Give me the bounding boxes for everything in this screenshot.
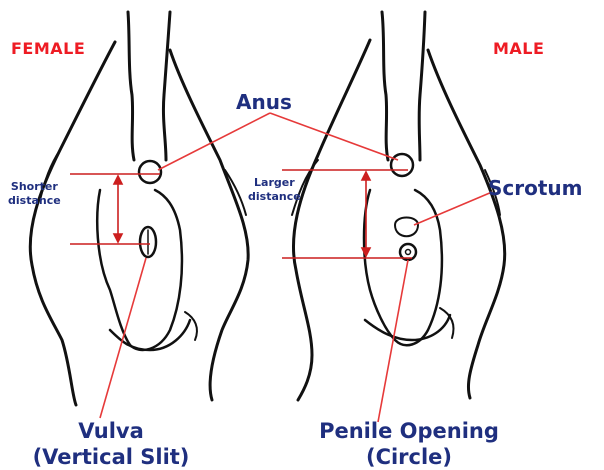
female-distance-marker: [70, 174, 160, 244]
larger-distance-line2: distance: [248, 190, 301, 204]
shorter-distance-label: Shorter distance: [8, 180, 61, 208]
larger-distance-line1: Larger: [248, 176, 301, 190]
male-animal-sketch: [292, 12, 505, 400]
vulva-subtitle: (Vertical Slit): [0, 444, 222, 470]
scrotum-label: Scrotum: [488, 178, 583, 198]
penile-opening-title: Penile Opening: [296, 418, 522, 444]
shorter-distance-line2: distance: [8, 194, 61, 208]
larger-distance-label: Larger distance: [248, 176, 301, 204]
male-label: MALE: [493, 41, 544, 57]
female-label: FEMALE: [11, 41, 85, 57]
female-animal-sketch: [30, 12, 248, 405]
male-distance-marker: [282, 170, 412, 258]
anus-label: Anus: [236, 92, 292, 112]
vulva-label: Vulva (Vertical Slit): [0, 418, 222, 470]
vulva-title: Vulva: [0, 418, 222, 444]
penile-opening-label: Penile Opening (Circle): [296, 418, 522, 470]
penile-opening-subtitle: (Circle): [296, 444, 522, 470]
shorter-distance-line1: Shorter: [8, 180, 61, 194]
